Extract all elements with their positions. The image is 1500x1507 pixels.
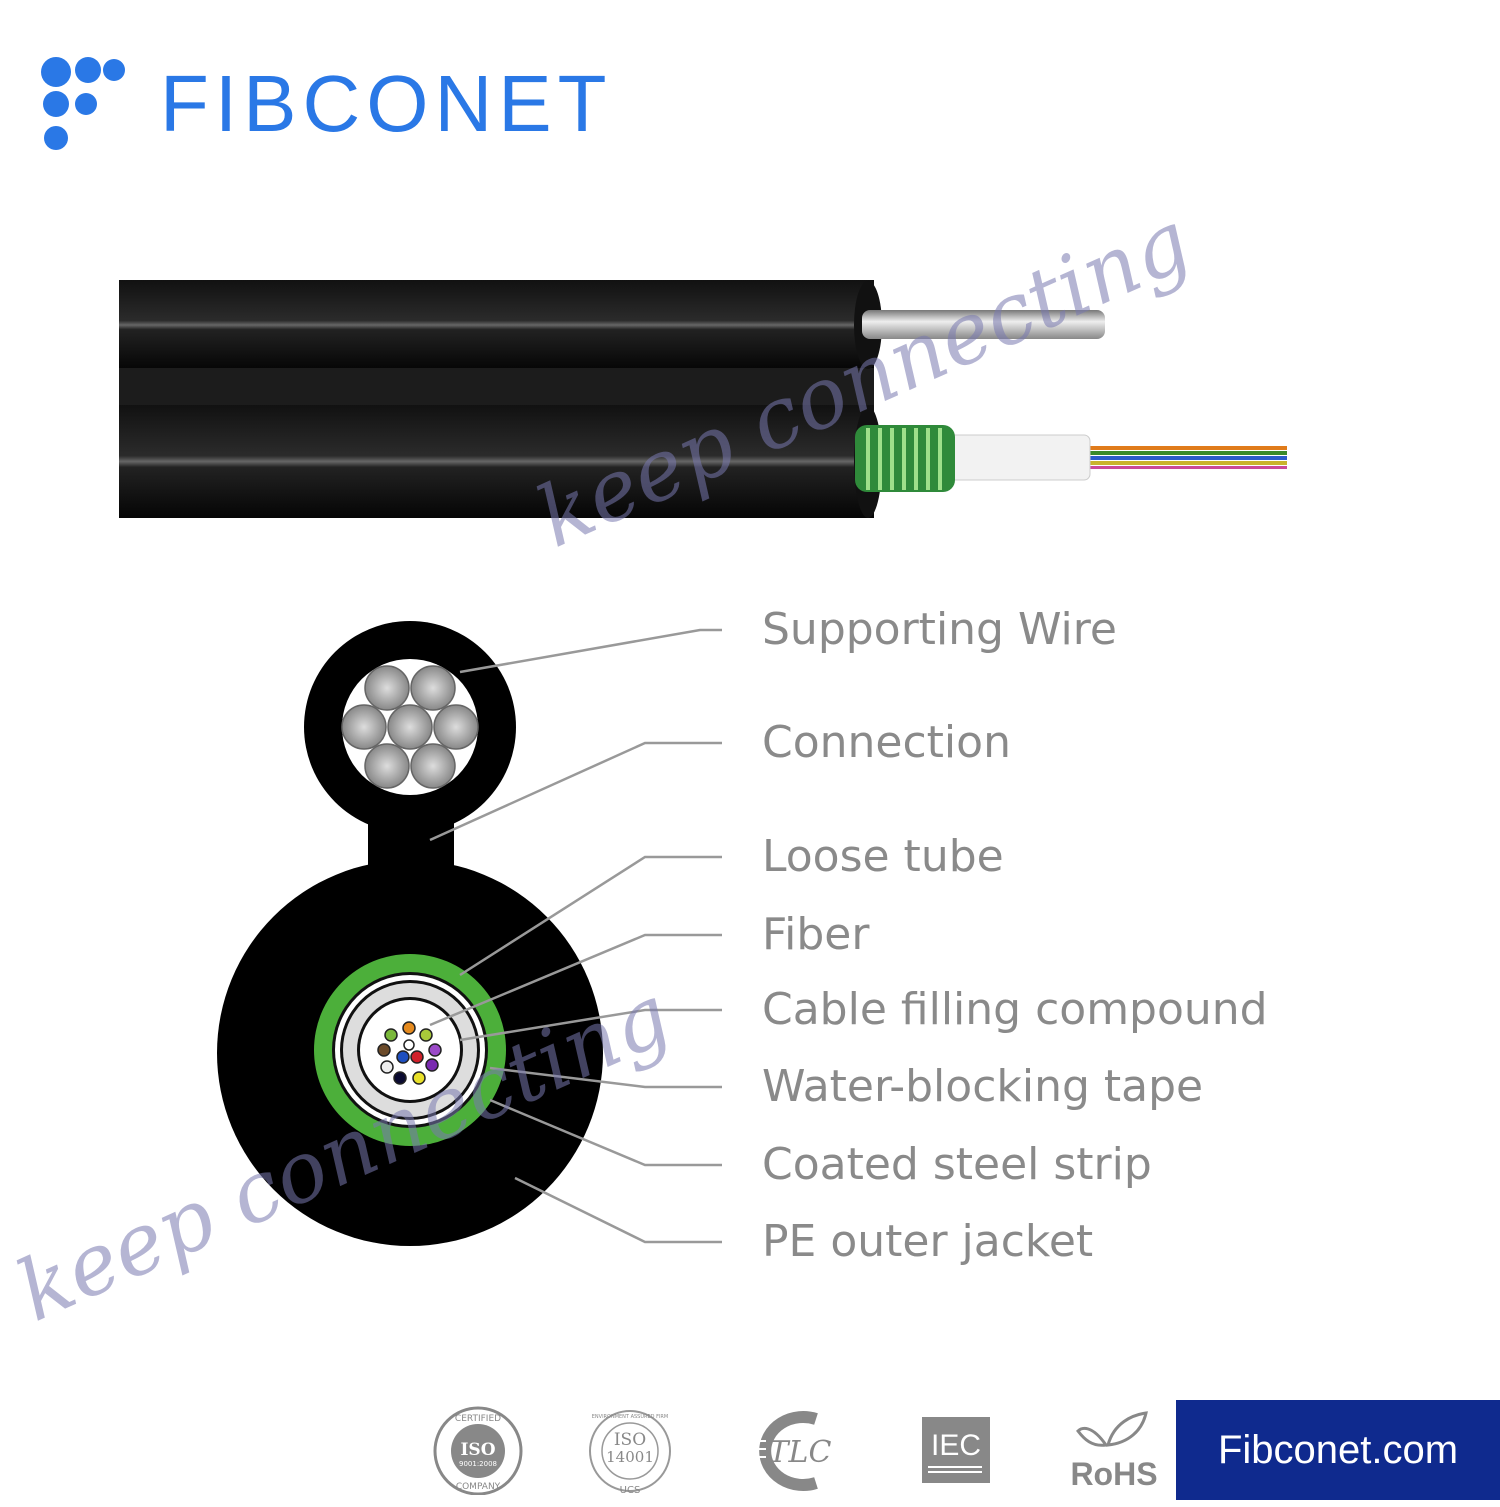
label-pe-outer-jacket: PE outer jacket [762, 1216, 1094, 1267]
label-supporting-wire: Supporting Wire [762, 604, 1117, 655]
leaf-icon [1076, 1426, 1109, 1447]
svg-text:IEC: IEC [931, 1429, 981, 1462]
supporting-wire-strand [862, 310, 1105, 339]
leaf-icon [1105, 1411, 1148, 1447]
iec-logo: IEC [922, 1417, 990, 1483]
brand-name: FIBCONET [160, 59, 613, 148]
iso-9001-badge: ISO 9001:2008 CERTIFIED COMPANY [433, 1406, 523, 1495]
label-fiber: Fiber [762, 909, 870, 960]
svg-text:14001: 14001 [606, 1448, 654, 1466]
cable-diagram [119, 280, 1287, 1246]
iso-14001-badge: ISO 14001 ENVIRONMENT ASSURED FIRM UCS [589, 1410, 671, 1495]
label-cable-filling-compound: Cable filling compound [762, 984, 1268, 1035]
label-coated-steel-strip: Coated steel strip [762, 1139, 1152, 1190]
svg-text:9001:2008: 9001:2008 [459, 1460, 497, 1468]
svg-text:UCS: UCS [620, 1485, 641, 1495]
svg-text:CERTIFIED: CERTIFIED [455, 1414, 501, 1424]
svg-text:ISO: ISO [614, 1430, 646, 1450]
loose-tube [944, 434, 1091, 481]
label-connection: Connection [762, 717, 1011, 768]
svg-text:TLC: TLC [769, 1435, 832, 1470]
svg-text:ENVIRONMENT ASSURED FIRM: ENVIRONMENT ASSURED FIRM [592, 1414, 668, 1420]
rohs-logo: RoHS [1070, 1411, 1158, 1492]
leader-lines [429, 628, 722, 1244]
svg-text:RoHS: RoHS [1070, 1456, 1157, 1492]
svg-text:ISO: ISO [460, 1440, 495, 1460]
svg-text:COMPANY: COMPANY [456, 1482, 501, 1492]
fiber-bundle [1085, 446, 1287, 469]
tlc-logo: TLC [738, 1411, 832, 1491]
cable-cross-section [217, 621, 603, 1246]
label-water-blocking-tape: Water-blocking tape [762, 1061, 1204, 1112]
website-link[interactable]: Fibconet.com [1176, 1400, 1500, 1500]
cable-side-view [119, 280, 1287, 518]
label-loose-tube: Loose tube [762, 831, 1004, 882]
logo-icon [41, 57, 125, 150]
